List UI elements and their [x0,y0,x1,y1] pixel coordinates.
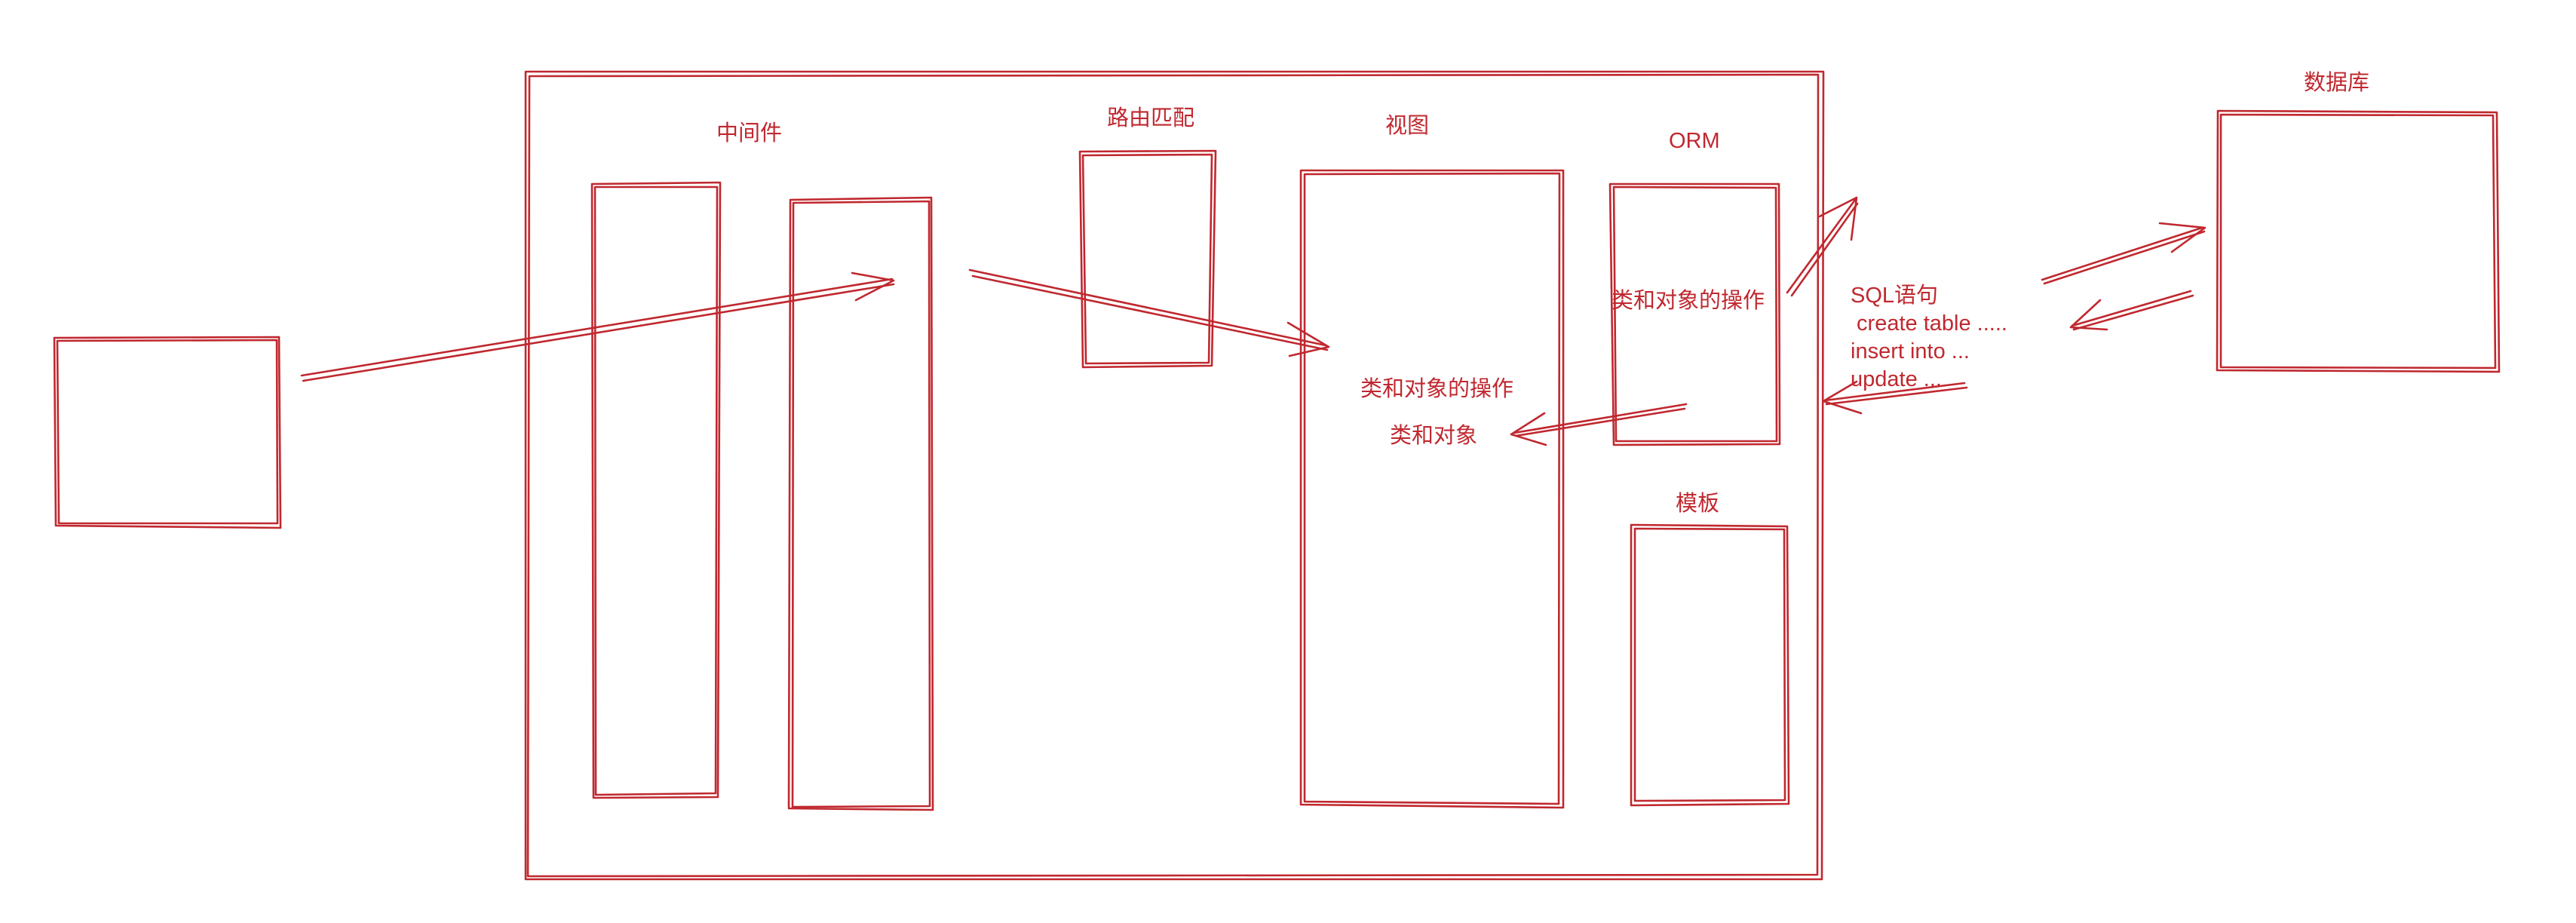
route-match-label: 路由匹配 [1107,106,1195,130]
arrow-orm-to-view [1510,403,1688,446]
template-box [1630,523,1790,807]
arrow-client-to-middleware [300,271,895,382]
arrow-database-to-sql [2069,290,2194,331]
route-match-box [1078,149,1217,369]
template-label: 模板 [1676,492,1720,516]
sql-title: SQL语句 [1851,284,1939,308]
database-label: 数据库 [2304,71,2370,95]
arrow-sql-to-orm [1822,380,1968,415]
app-frame [524,70,1825,881]
client-box [53,336,282,529]
sql-line-update: update ... [1851,367,1942,391]
arrow-orm-to-sql [1786,196,1859,297]
middleware-box-1 [590,181,722,799]
sql-line-create: create table ..... [1851,311,2007,336]
middleware-box-2 [787,196,934,811]
view-label: 视图 [1385,114,1430,138]
view-box [1299,169,1565,809]
sql-line-insert: insert into ... [1851,339,1970,363]
orm-operations-label: 类和对象的操作 [1612,289,1765,313]
view-objects-label: 类和对象 [1390,424,1478,448]
arrow-sql-to-database [2041,222,2206,285]
orm-box [1608,182,1781,446]
database-box [2216,109,2501,373]
arrow-middleware-to-view [968,268,1330,357]
middleware-label: 中间件 [716,121,783,146]
view-operations-label: 类和对象的操作 [1360,377,1514,401]
orm-label: ORM [1669,129,1720,153]
